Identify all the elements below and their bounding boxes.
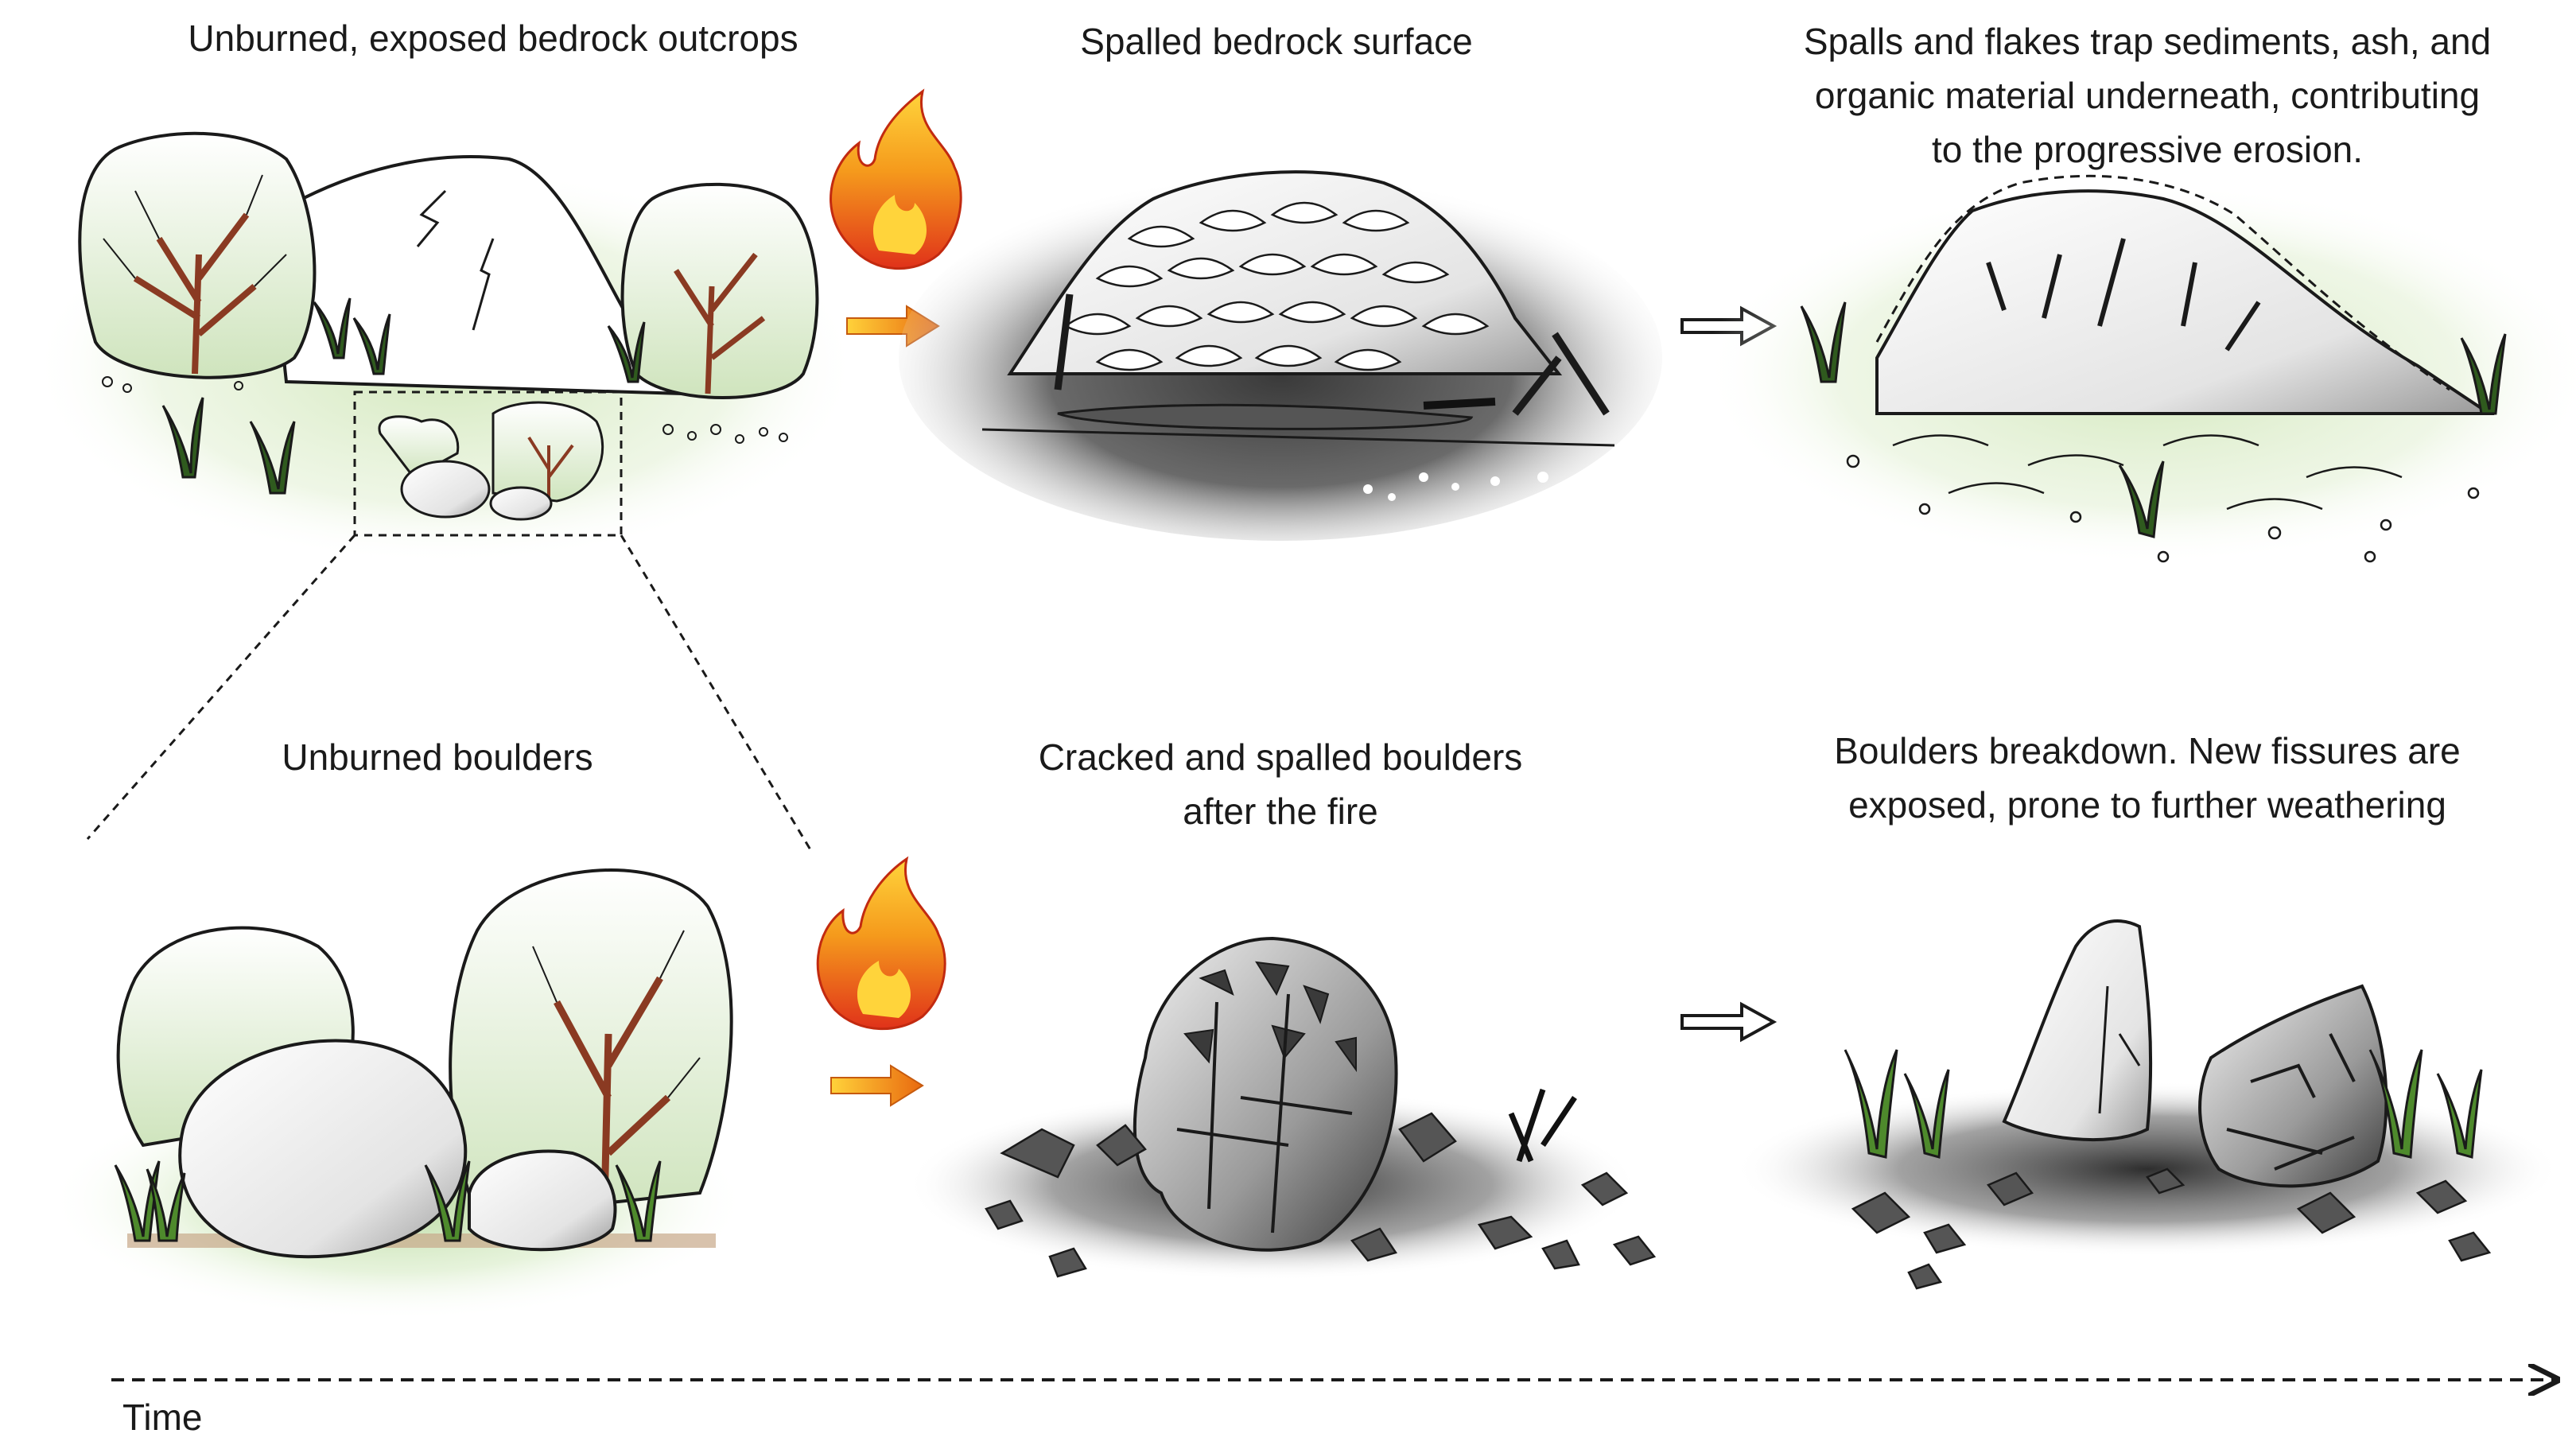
tree-icon bbox=[449, 868, 733, 1219]
grass-icon bbox=[161, 297, 646, 495]
scene-outcrop-eroded bbox=[1702, 174, 2576, 565]
hollow-arrow-icon bbox=[1680, 1001, 1778, 1043]
rock-icon bbox=[2198, 984, 2388, 1188]
rock-icon bbox=[178, 1039, 468, 1259]
label-outcrop-unburned: Unburned, exposed bedrock outcrops bbox=[188, 17, 798, 59]
rock-icon bbox=[2002, 919, 2153, 1142]
label-boulders-unburned: Unburned boulders bbox=[282, 736, 593, 778]
scene-boulders-breakdown bbox=[1734, 919, 2561, 1290]
label-boulders-cracked: Cracked and spalled boulders after the f… bbox=[1038, 736, 1523, 832]
label-outcrop-spalled: Spalled bedrock surface bbox=[1080, 21, 1473, 62]
tree-icon bbox=[620, 182, 819, 399]
scene-outcrop-spalled bbox=[899, 170, 1662, 541]
grass-icon bbox=[1844, 1049, 2483, 1159]
rock-icon bbox=[1133, 936, 1398, 1252]
grass-icon bbox=[1800, 301, 2507, 538]
label-outcrop-eroded: Spalls and flakes trap sediments, ash, a… bbox=[1803, 21, 2492, 170]
zoom-inset-box bbox=[353, 390, 623, 537]
grass-icon bbox=[114, 1160, 662, 1242]
time-axis-label: Time bbox=[122, 1397, 203, 1438]
scene-outcrop-unburned bbox=[32, 131, 859, 852]
fire-icon bbox=[830, 88, 962, 270]
rock-icon bbox=[468, 1149, 617, 1252]
tree-icon bbox=[78, 131, 317, 379]
scene-boulders-unburned bbox=[48, 868, 748, 1320]
orange-arrow-icon bbox=[830, 1064, 924, 1107]
small-boulders bbox=[378, 401, 604, 521]
label-boulders-breakdown: Boulders breakdown. New fissures are exp… bbox=[1834, 730, 2461, 826]
fire-icon bbox=[816, 856, 946, 1030]
scene-boulders-cracked bbox=[907, 936, 1657, 1280]
